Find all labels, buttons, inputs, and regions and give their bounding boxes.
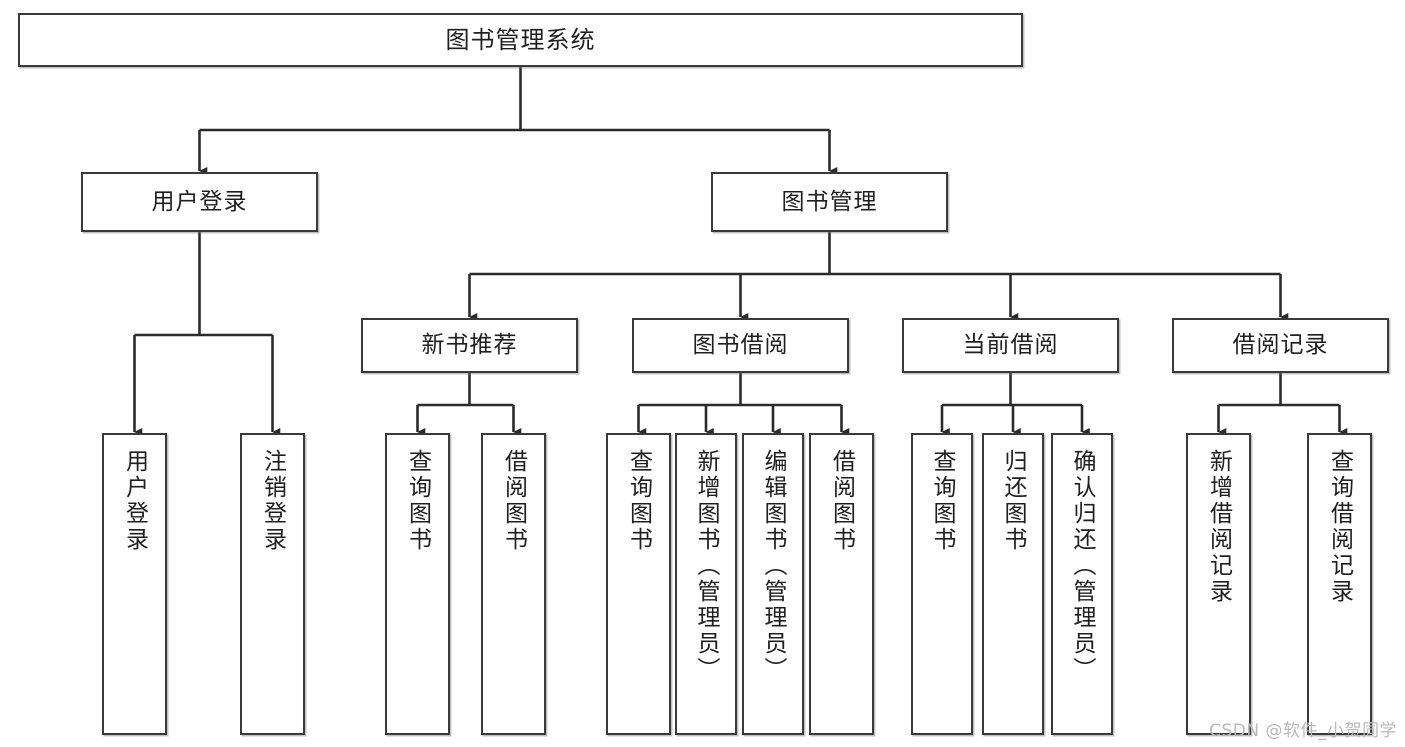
node-leaf-query-book-3[interactable]: 查询图书 (911, 433, 973, 735)
node-book-mgmt[interactable]: 图书管理 (711, 172, 948, 232)
node-leaf-query-book-1[interactable]: 查询图书 (385, 433, 450, 735)
node-new-book-rec[interactable]: 新书推荐 (361, 318, 578, 373)
node-borrow-record[interactable]: 借阅记录 (1172, 318, 1389, 373)
node-leaf-edit-book[interactable]: 编辑图书（管理员） (742, 433, 804, 735)
node-label: 查询图书 (929, 449, 956, 553)
node-label: 用户登录 (121, 449, 148, 553)
node-label: 借阅图书 (500, 449, 527, 553)
watermark: CSDN @软件_小贺同学 (1209, 721, 1397, 741)
node-label: 归还图书 (1000, 449, 1027, 553)
node-label: 确认归还（管理员） (1069, 449, 1096, 683)
node-label: 注销登录 (259, 449, 286, 553)
node-leaf-query-record[interactable]: 查询借阅记录 (1307, 433, 1372, 735)
node-label: 借阅图书 (828, 449, 855, 553)
node-label: 查询借阅记录 (1326, 449, 1353, 605)
node-user-login[interactable]: 用户登录 (81, 172, 318, 232)
node-leaf-user-login[interactable]: 用户登录 (102, 433, 167, 735)
node-root[interactable]: 图书管理系统 (18, 13, 1023, 67)
node-label: 新增图书（管理员） (693, 449, 720, 683)
node-label: 用户登录 (151, 188, 248, 215)
node-current-borrow[interactable]: 当前借阅 (902, 318, 1119, 373)
node-label: 借阅记录 (1232, 332, 1329, 358)
node-label: 编辑图书（管理员） (760, 449, 787, 683)
node-leaf-borrow-book-1[interactable]: 借阅图书 (481, 433, 546, 735)
node-label: 当前借阅 (962, 332, 1059, 358)
node-label: 查询图书 (404, 449, 431, 553)
node-leaf-borrow-book-2[interactable]: 借阅图书 (809, 433, 874, 735)
node-label: 新增借阅记录 (1205, 449, 1232, 605)
node-leaf-return-book[interactable]: 归还图书 (982, 433, 1044, 735)
node-label: 图书管理系统 (445, 26, 596, 54)
node-leaf-user-logout[interactable]: 注销登录 (240, 433, 305, 735)
node-leaf-add-book[interactable]: 新增图书（管理员） (675, 433, 737, 735)
node-label: 新书推荐 (421, 332, 518, 358)
node-leaf-add-record[interactable]: 新增借阅记录 (1186, 433, 1251, 735)
node-leaf-query-book-2[interactable]: 查询图书 (606, 433, 671, 735)
node-label: 查询图书 (625, 449, 652, 553)
node-leaf-confirm-return[interactable]: 确认归还（管理员） (1051, 433, 1113, 735)
node-label: 图书借阅 (692, 332, 789, 358)
node-label: 图书管理 (781, 188, 878, 215)
node-book-borrow[interactable]: 图书借阅 (632, 318, 849, 373)
